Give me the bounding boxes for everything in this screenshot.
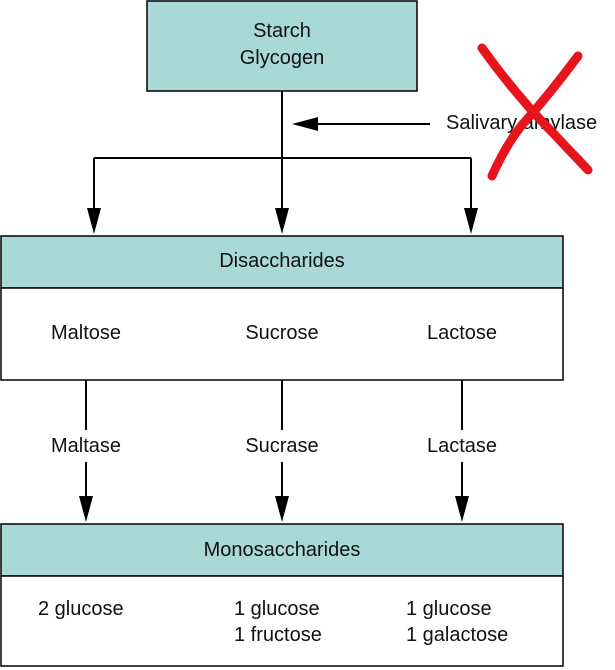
- sucrose-label: Sucrose: [245, 322, 319, 344]
- disaccharides-header: Disaccharides: [219, 250, 345, 272]
- glycogen-label: Glycogen: [239, 47, 325, 69]
- lactose-label: Lactose: [426, 322, 498, 344]
- arrowhead-center: [275, 208, 289, 234]
- lactase-label: Lactase: [426, 435, 498, 457]
- lactase-arrowhead: [455, 496, 469, 522]
- monosaccharides-header-box: [0, 523, 564, 577]
- product-maltose-line1: 2 glucose: [38, 598, 124, 620]
- product-sucrose-line1: 1 glucose: [234, 598, 320, 620]
- disaccharides-header-box: [0, 235, 564, 289]
- maltase-arrowhead: [79, 496, 93, 522]
- maltase-label: Maltase: [6, 433, 166, 460]
- arrowhead-right: [464, 208, 478, 234]
- starch-glycogen-box: [146, 0, 418, 92]
- salivary-amylase-label: Salivary amylase: [446, 112, 598, 134]
- monosaccharides-header: Monosaccharides: [203, 539, 361, 561]
- sucrase-arrowhead: [275, 496, 289, 522]
- arrowhead-left: [87, 208, 101, 234]
- product-lactose-line2: 1 galactose: [406, 624, 509, 646]
- monosaccharides-body-box: [0, 575, 564, 667]
- sucrase-label: Sucrase: [245, 435, 319, 457]
- product-lactose-line1: 1 glucose: [406, 598, 492, 620]
- starch-label: Starch: [253, 20, 311, 42]
- salivary-amylase-arrowhead: [292, 117, 318, 131]
- maltose-label: Maltose: [50, 322, 122, 344]
- product-sucrose-line2: 1 fructose: [234, 624, 322, 646]
